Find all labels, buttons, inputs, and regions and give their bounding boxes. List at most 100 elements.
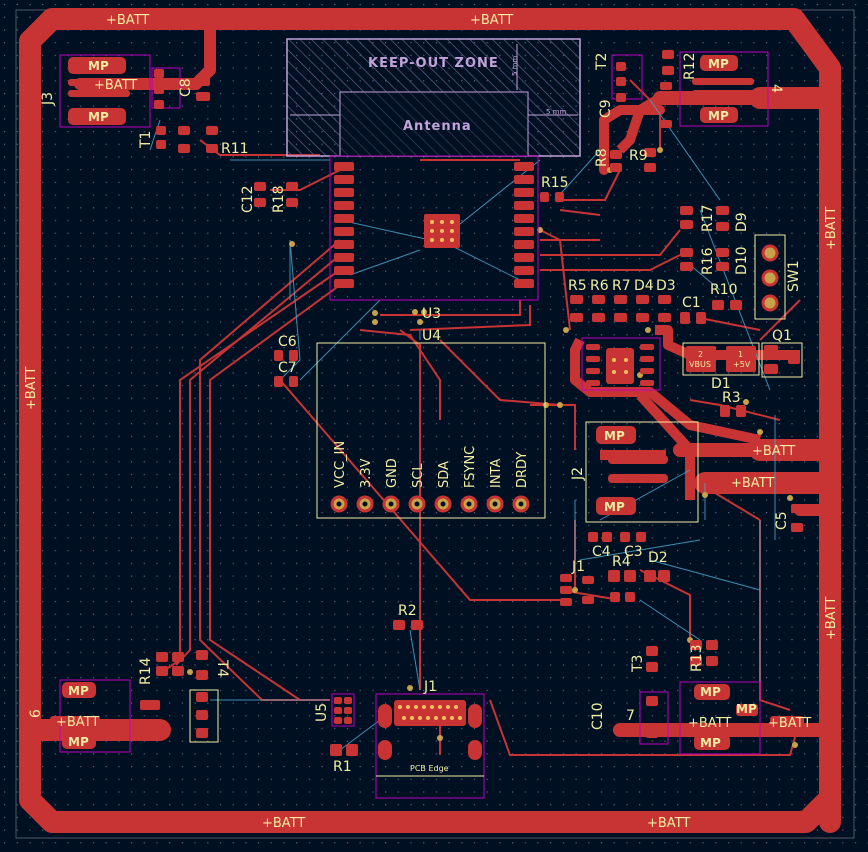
ref-u4: U4 [422,328,441,344]
j7-mp-bottom: MP [700,736,721,750]
connector-j2[interactable] [585,421,699,523]
c12-r18[interactable] [254,182,298,207]
ref-c8: C8 [178,78,194,97]
ref-c10: C10 [590,702,606,730]
module-u4-breakout[interactable] [316,342,546,519]
regulator-passives[interactable] [570,295,742,324]
ref-c7: C7 [278,360,297,376]
j7-mp-top: MP [700,685,721,699]
ref-r17: R17 [700,204,716,232]
t2-cluster[interactable] [540,50,674,202]
r16-r17-d9-d10[interactable] [680,206,729,271]
r14-t4[interactable] [156,650,208,680]
d1-pin2: 2 [698,350,703,359]
resistor-r3[interactable] [720,405,746,417]
connector-j4[interactable] [679,51,769,127]
connector-j3[interactable] [59,54,151,128]
ref-r16: R16 [700,247,716,275]
ref-j7: 7 [626,708,635,724]
ref-r2: R2 [398,603,417,619]
batt-label-right-upper: +BATT [824,207,839,250]
header-pin-drdy: DRDY [515,452,530,488]
batt-label-mid-right-1: +BATT [752,444,795,459]
batt-label-right-lower: +BATT [824,597,839,640]
ref-sw1: SW1 [786,260,802,292]
capacitor-c5[interactable] [791,504,803,532]
j7-batt-a: +BATT [688,716,731,731]
batt-label-mid-right-2: +BATT [731,476,774,491]
ref-r13: R13 [689,644,705,672]
ref-r14: R14 [138,657,154,685]
header-pin-gnd: GND [385,458,400,488]
ref-r10: R10 [710,282,738,298]
header-pin-3v3: 3.3V [359,458,374,488]
vias [187,147,798,748]
resistor-r1[interactable] [330,744,358,756]
ref-c4: C4 [592,544,611,560]
ref-r15: R15 [541,175,569,191]
j7-batt-b: +BATT [768,716,811,731]
module-u3[interactable] [329,155,539,301]
t1-cluster[interactable] [151,67,218,153]
c6-c7[interactable] [274,350,298,387]
transistor-q1[interactable] [761,342,803,378]
ref-c12: C12 [240,185,256,213]
ref-r4: R4 [612,554,631,570]
ref-r3: R3 [722,390,741,406]
ref-d1: D1 [711,376,731,392]
batt-label-bottom-left: +BATT [262,816,305,831]
resistor-r2[interactable] [393,620,423,630]
ref-r12: R12 [682,52,698,80]
header-pin-vcc-in: VCC_IN [333,441,348,488]
ref-r7: R7 [612,278,631,294]
switch-sw1[interactable] [754,234,786,320]
t3-r13[interactable] [646,640,718,672]
ref-d3: D3 [656,278,676,294]
ref-c3: C3 [624,544,643,560]
ref-r6: R6 [590,278,609,294]
ref-d10: D10 [734,246,750,275]
ref-j1-usb: J1 [423,679,437,695]
keepout-dim-vertical: 5 mm [511,56,519,76]
j3-mp-bottom: MP [88,110,109,124]
regulator-ic[interactable] [581,337,661,391]
ref-q1: Q1 [772,328,792,344]
ref-j6: 6 [28,709,44,718]
d1-5v: +5V [733,360,751,369]
ref-d4: D4 [634,278,654,294]
ref-c1: C1 [682,295,701,311]
j3-mp-top: MP [88,59,109,73]
ref-r1: R1 [333,759,352,775]
ref-j2: J2 [570,467,586,481]
ref-u5: U5 [314,703,330,722]
ref-c5: C5 [774,511,790,530]
pcb-edge-label: PCB Edge [410,764,449,773]
ref-d9: D9 [734,212,750,232]
connector-j7[interactable] [639,681,804,755]
j6-mp-bottom: MP [68,735,89,749]
ref-t1: T1 [138,131,154,149]
j6-batt-label: +BATT [56,715,99,730]
ref-j4: 4 [768,84,784,93]
header-pin-inta: INTA [489,459,504,488]
ref-r9: R9 [629,148,648,164]
batt-label-left: +BATT [24,367,39,410]
lower-right-passives[interactable] [560,532,670,606]
connector-j6[interactable] [50,679,219,753]
d1-vbus: VBUS [689,360,711,369]
header-pin-sda: SDA [437,461,452,488]
keepout-zone[interactable] [286,38,581,157]
j2-mp-top: MP [604,429,625,443]
ic-u5[interactable] [331,693,355,727]
j4-mp-bottom: MP [708,109,729,123]
ref-j1-small: J1 [571,559,585,575]
ref-c9: C9 [598,99,614,118]
ref-r18: R18 [271,185,287,213]
ref-r5: R5 [568,278,587,294]
j4-mp-top: MP [708,57,729,71]
usb-connector-j1[interactable] [375,693,485,799]
j6-mp-top: MP [68,684,89,698]
ref-u3: U3 [422,306,441,322]
diode-d1[interactable] [682,342,760,376]
